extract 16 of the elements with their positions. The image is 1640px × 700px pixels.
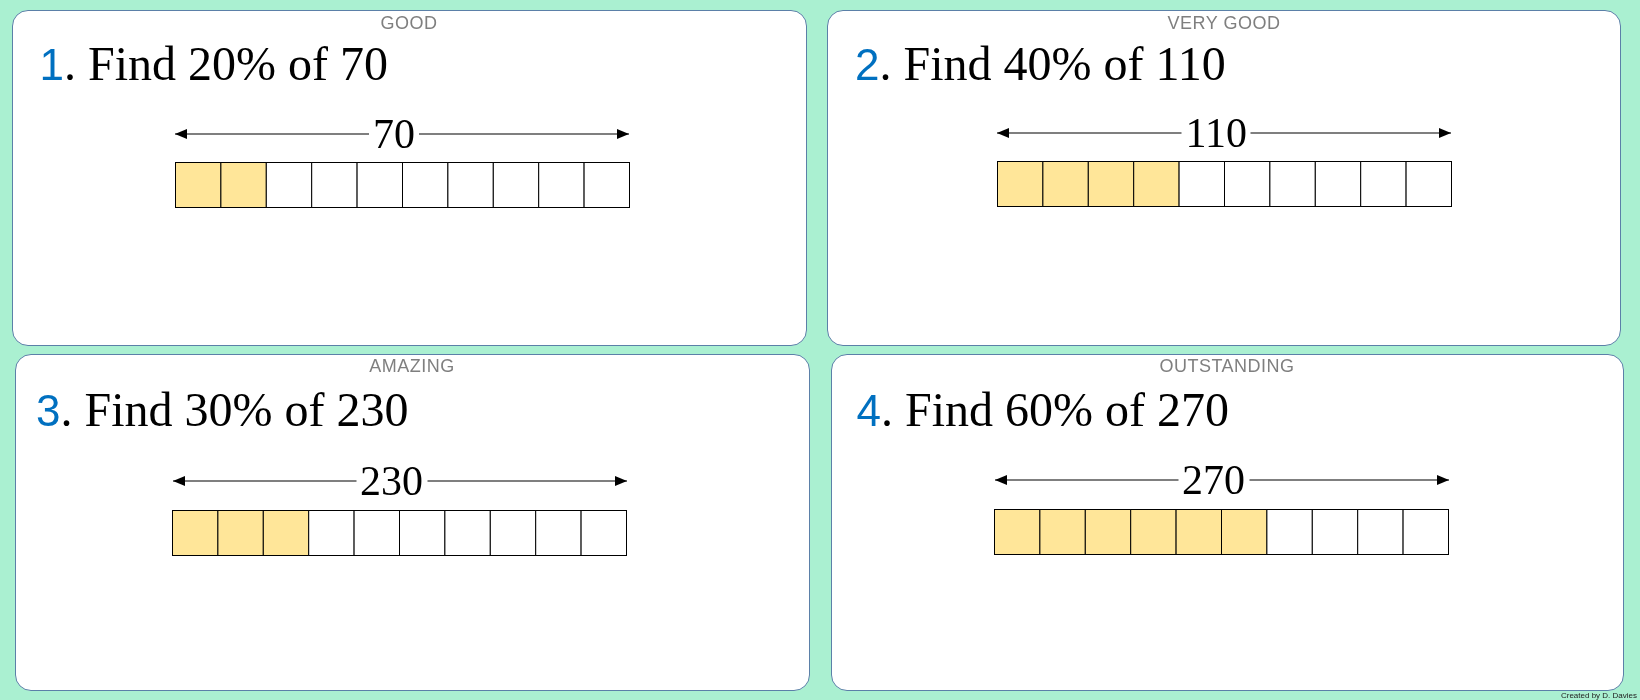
question-card bbox=[14, 354, 810, 691]
dimension-value: 110 bbox=[1185, 111, 1247, 154]
question-text: 4. Find 60% of 270 bbox=[856, 386, 1229, 435]
difficulty-label: AMAZING bbox=[369, 356, 455, 376]
dimension-value: 70 bbox=[373, 112, 415, 155]
difficulty-label: OUTSTANDING bbox=[1159, 356, 1295, 376]
question-text: 2. Find 40% of 110 bbox=[855, 39, 1226, 89]
difficulty-label: VERY GOOD bbox=[1167, 12, 1281, 33]
difficulty-label: GOOD bbox=[380, 12, 438, 33]
question-text: 1. Find 20% of 70 bbox=[39, 39, 388, 89]
question-card bbox=[11, 9, 807, 346]
question-text: 3. Find 30% of 230 bbox=[36, 386, 409, 435]
question-card bbox=[827, 9, 1621, 346]
dimension-value: 230 bbox=[360, 460, 423, 502]
question-card bbox=[830, 354, 1624, 691]
dimension-value: 270 bbox=[1182, 459, 1245, 501]
